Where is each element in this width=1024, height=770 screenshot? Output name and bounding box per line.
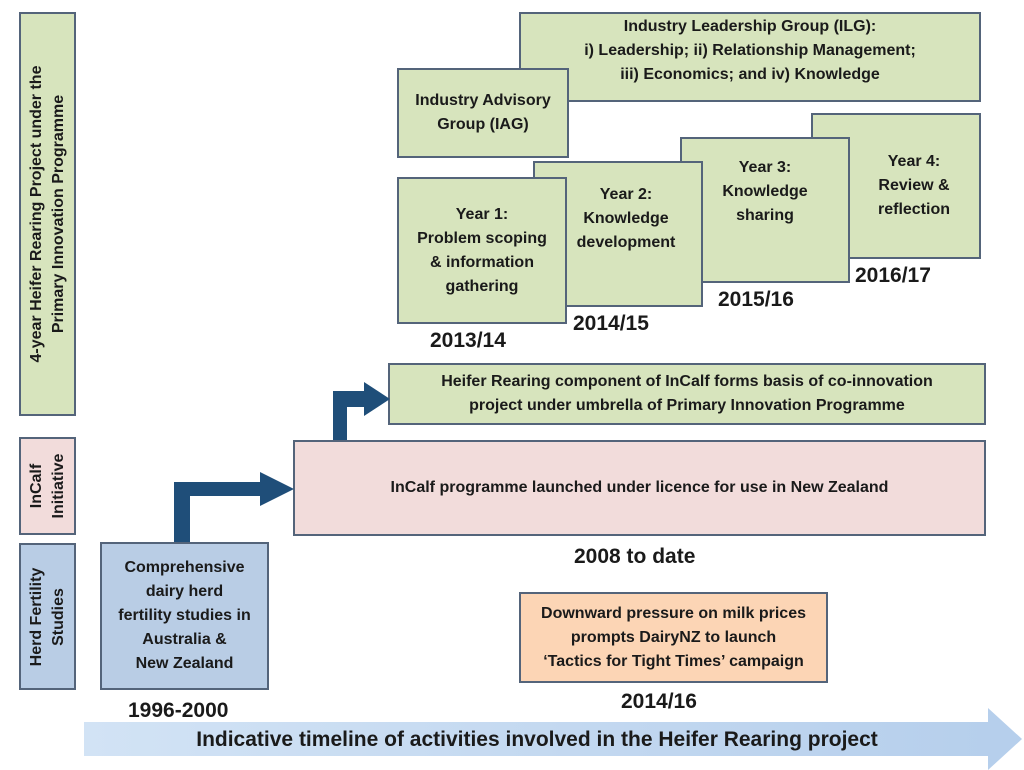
downward-date: 2014/16: [621, 690, 697, 713]
year1-box: Year 1: Problem scoping & information ga…: [397, 177, 567, 324]
iag-box: Industry Advisory Group (IAG): [397, 68, 569, 158]
year1-date: 2013/14: [430, 329, 506, 352]
year3-box: Year 3: Knowledge sharing: [680, 137, 850, 283]
year4-date: 2016/17: [855, 264, 931, 287]
timeline-label: Indicative timeline of activities involv…: [196, 728, 878, 751]
timeline-arrow-head: [988, 708, 1022, 770]
incalf-launch-box: InCalf programme launched under licence …: [293, 440, 986, 536]
heifer-component-box: Heifer Rearing component of InCalf forms…: [388, 363, 986, 425]
arrow-incalf-to-heifer: [333, 382, 390, 440]
incalf-date: 2008 to date: [574, 545, 696, 568]
year2-date: 2014/15: [573, 312, 649, 335]
side-label-incalf: InCalf Initiative: [19, 437, 76, 535]
arrow-fertility-to-incalf: [174, 472, 294, 542]
side-label-herd-text: Herd Fertility Studies: [27, 567, 67, 666]
side-label-incalf-text: InCalf Initiative: [27, 453, 67, 519]
downward-pressure-box: Downward pressure on milk prices prompts…: [519, 592, 828, 683]
fertility-date: 1996-2000: [128, 699, 229, 722]
fertility-studies-box: Comprehensive dairy herd fertility studi…: [100, 542, 269, 690]
side-label-herd: Herd Fertility Studies: [19, 543, 76, 690]
ilg-box: Industry Leadership Group (ILG): i) Lead…: [519, 12, 981, 102]
timeline-arrow-bar: [84, 722, 990, 756]
year3-date: 2015/16: [718, 288, 794, 311]
side-label-project: 4-year Heifer Rearing Project under the …: [19, 12, 76, 416]
side-label-project-text: 4-year Heifer Rearing Project under the …: [27, 65, 67, 363]
